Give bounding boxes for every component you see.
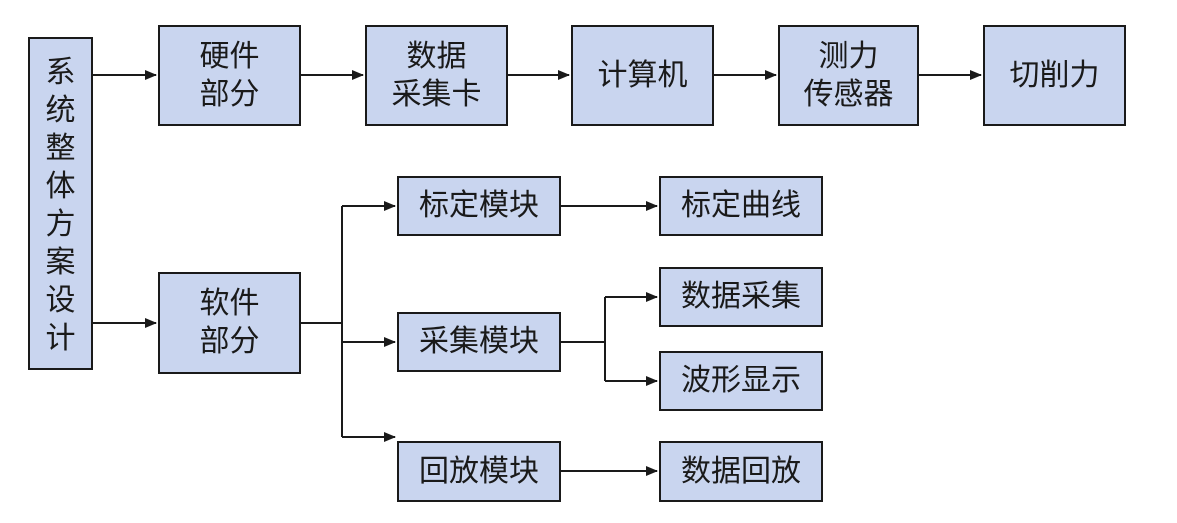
playback-module-box: 回放模块	[397, 441, 561, 502]
hardware-part-box: 硬件 部分	[158, 25, 301, 126]
waveform-display-box: 波形显示	[659, 351, 823, 411]
system-design-box: 系 统 整 体 方 案 设 计	[28, 37, 93, 370]
calibration-module-box: 标定模块	[397, 176, 561, 236]
software-part-box: 软件 部分	[158, 272, 301, 374]
computer-box: 计算机	[571, 25, 714, 126]
cutting-force-box: 切削力	[983, 25, 1126, 126]
force-sensor-box: 测力 传感器	[778, 25, 919, 126]
data-acquisition-box: 数据采集	[659, 267, 823, 327]
daq-card-box: 数据 采集卡	[365, 25, 508, 126]
data-playback-box: 数据回放	[659, 441, 823, 502]
calibration-curve-box: 标定曲线	[659, 176, 823, 236]
acquisition-module-box: 采集模块	[397, 312, 561, 372]
